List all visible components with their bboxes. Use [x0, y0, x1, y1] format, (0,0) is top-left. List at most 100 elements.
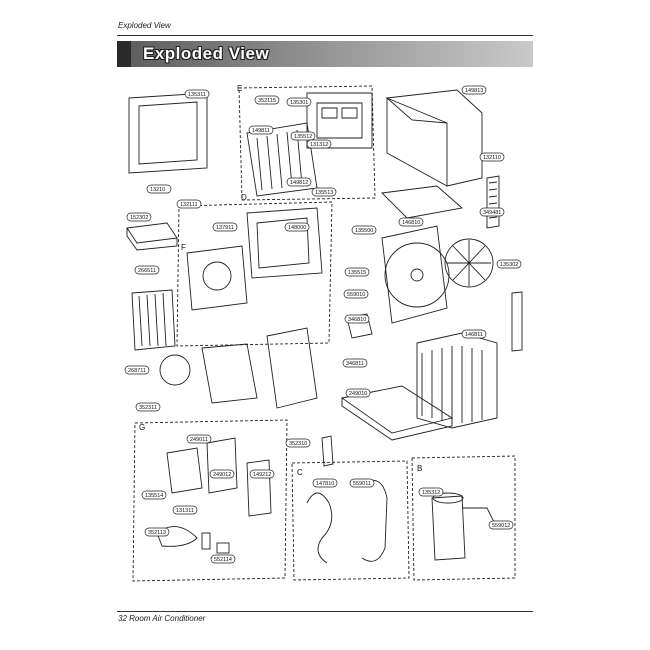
part-callout: 559011 [349, 478, 375, 488]
part-callout: 148000 [284, 222, 310, 232]
part-callout: 149811 [248, 125, 274, 135]
part-number-label: 135301 [290, 100, 308, 106]
part-callout: 147810 [312, 478, 338, 488]
bottom-rule [117, 611, 533, 612]
part-number-label: 149812 [290, 180, 308, 186]
condenser-coil-part [131, 289, 176, 351]
group-d-box [176, 201, 333, 347]
base-pan-top-part [381, 185, 463, 219]
running-head: Exploded View [118, 21, 171, 30]
part-callout: 349481 [479, 207, 505, 217]
group-b-box [411, 455, 516, 581]
part-number-label: 135312 [422, 490, 440, 496]
part-number-label: 135515 [348, 270, 366, 276]
part-number-label: 148000 [288, 225, 306, 231]
part-callout: 146810 [398, 217, 424, 227]
part-number-label: 149813 [465, 88, 483, 94]
part-callout: 249012 [209, 469, 235, 479]
filter-part [126, 222, 178, 251]
part-number-label: 352311 [139, 405, 157, 411]
part-number-label: 135311 [188, 92, 206, 98]
remote-control-part [321, 435, 334, 467]
part-callout: 132110 [479, 152, 505, 162]
part-callout: 131312 [306, 139, 332, 149]
part-number-label: 149212 [253, 472, 271, 478]
part-callout: 135302 [496, 259, 522, 269]
fan-shroud-part [381, 225, 450, 324]
part-callout: 132111 [176, 199, 202, 209]
part-callout: 346811 [342, 358, 368, 368]
part-number-label: 559012 [492, 523, 510, 529]
part-number-label: 135302 [500, 262, 518, 268]
part-callout: 146811 [461, 329, 487, 339]
part-number-label: 135513 [315, 190, 333, 196]
group-mark-f: F [181, 243, 186, 252]
part-number-label: 146811 [465, 332, 483, 338]
part-number-label: 135500 [355, 228, 373, 234]
part-callout: 137911 [212, 222, 238, 232]
part-callout: 135513 [311, 187, 337, 197]
section-title-bar: Exploded View [117, 41, 533, 67]
part-callout: 266511 [134, 265, 160, 275]
part-callout: 135512 [290, 131, 316, 141]
part-callout: 352115 [254, 95, 280, 105]
electrical-parts [156, 437, 272, 554]
part-number-label: 249010 [349, 391, 367, 397]
part-callout: 13210 [146, 184, 172, 194]
part-callout: 131311 [172, 505, 198, 515]
part-number-label: 249011 [190, 437, 208, 443]
group-mark-c: C [297, 468, 303, 477]
part-number-label: 137911 [216, 225, 234, 231]
part-number-label: 559010 [347, 292, 365, 298]
group-a-box [132, 419, 288, 582]
part-callout: 268711 [124, 365, 150, 375]
top-rule [117, 35, 533, 36]
group-mark-b: B [417, 464, 422, 473]
diagram-canvas: B C D E F G 1353111321035211513530114981… [124, 84, 523, 582]
front-panel-part [306, 92, 373, 149]
fan-blade-part [159, 354, 191, 386]
part-number-label: 131312 [310, 142, 328, 148]
part-callout: 135514 [141, 490, 167, 500]
part-callout: 552114 [210, 554, 236, 564]
part-number-label: 352310 [289, 441, 307, 447]
part-number-label: 346810 [348, 317, 366, 323]
part-callout: 249010 [345, 388, 371, 398]
group-mark-e: E [237, 84, 242, 93]
part-callout: 559010 [343, 289, 369, 299]
part-number-label: 147810 [316, 481, 334, 487]
part-number-label: 13210 [150, 187, 165, 193]
part-callout: 149812 [286, 177, 312, 187]
cabinet-part [385, 89, 483, 187]
page-footer: 32 Room Air Conditioner [118, 614, 206, 623]
part-callout: 135301 [286, 97, 312, 107]
compressor-part [431, 492, 498, 561]
part-callout: 149212 [249, 469, 275, 479]
side-louver-part [486, 175, 500, 229]
part-callout: 352310 [285, 438, 311, 448]
group-e-box [238, 85, 376, 201]
part-callout: 559012 [488, 520, 514, 530]
part-number-label: 552114 [214, 557, 232, 563]
part-number-label: 559011 [353, 481, 371, 487]
part-callout: 149813 [461, 85, 487, 95]
part-number-label: 152302 [130, 215, 148, 221]
part-number-label: 149811 [252, 128, 270, 134]
part-number-label: 131311 [176, 508, 194, 514]
group-c-box [291, 460, 410, 581]
control-cover-part [201, 343, 258, 404]
part-callout: 135311 [184, 89, 210, 99]
evaporator-part [416, 332, 498, 429]
part-callout: 346810 [344, 314, 370, 324]
part-number-label: 135514 [145, 493, 163, 499]
part-number-label: 249012 [213, 472, 231, 478]
part-number-label: 135512 [294, 134, 312, 140]
part-callout: 135500 [351, 225, 377, 235]
group-mark-d: D [241, 193, 247, 202]
part-number-label: 349481 [483, 210, 501, 216]
section-tab [117, 41, 131, 67]
part-callout: 352113 [144, 527, 170, 537]
part-number-label: 346811 [346, 361, 364, 367]
front-frame-part [128, 92, 208, 174]
